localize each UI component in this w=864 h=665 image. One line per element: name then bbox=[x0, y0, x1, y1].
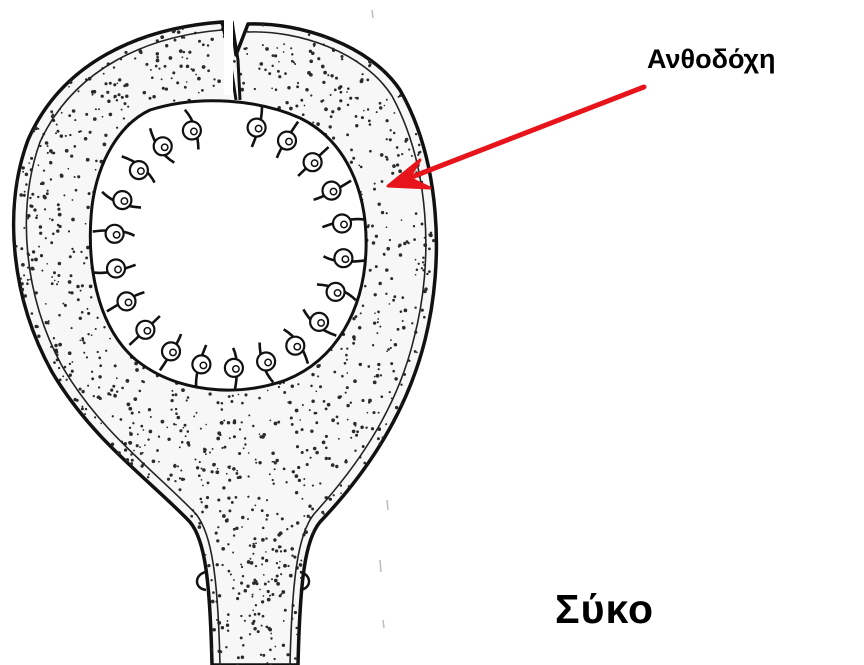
inner-cavity bbox=[90, 101, 366, 390]
fig-caption: Σύκο bbox=[555, 586, 654, 633]
receptacle-label: Ανθοδόχη bbox=[647, 44, 776, 75]
